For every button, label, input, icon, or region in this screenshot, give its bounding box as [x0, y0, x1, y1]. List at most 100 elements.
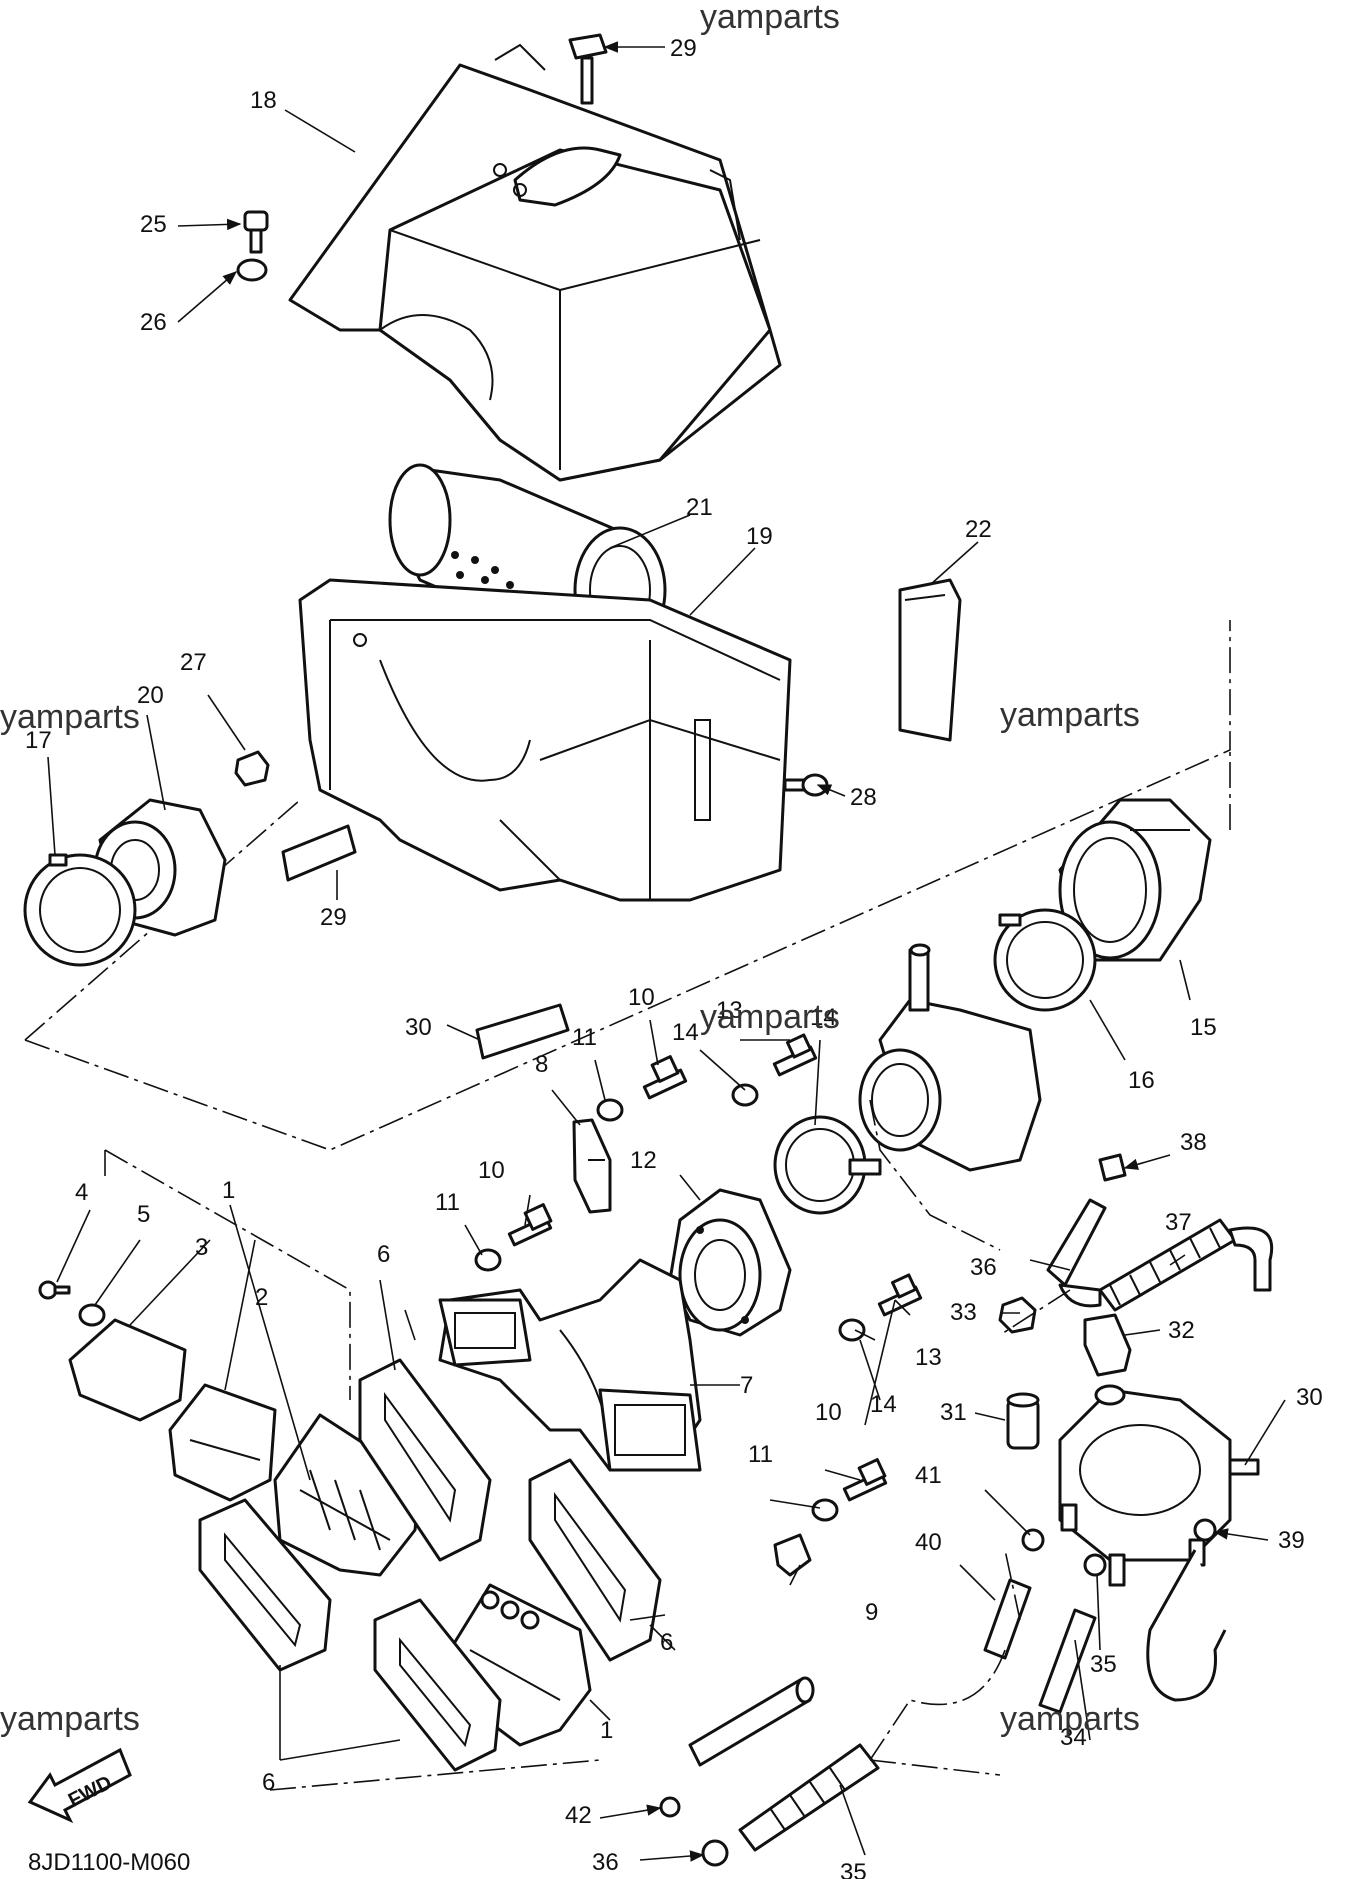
screw-24: [243, 210, 269, 254]
callout-11a: 11: [572, 1024, 597, 1051]
callout-11c: 11: [748, 1441, 773, 1468]
callout-1a: 1: [222, 1177, 235, 1204]
foam-block-29b: [475, 1003, 570, 1060]
intake-pipe: [858, 943, 1042, 1251]
bolt-10b: [507, 1203, 553, 1247]
callout-7: 7: [740, 1372, 753, 1399]
diagram-code: 8JD1100-M060: [28, 1849, 190, 1876]
washer-5: [78, 1303, 106, 1327]
callout-36b: 36: [592, 1849, 619, 1876]
callout-40: 40: [915, 1529, 942, 1556]
callout-32: 32: [1168, 1317, 1195, 1344]
intake-manifold: [438, 1258, 702, 1472]
nut-33: [998, 1296, 1037, 1334]
bracket-32: [1083, 1313, 1132, 1377]
callout-6c: 6: [262, 1769, 275, 1796]
callout-39b: 39: [1278, 1527, 1305, 1554]
hose-40: [983, 1578, 1032, 1660]
callout-29b: 30: [405, 1014, 432, 1041]
callout-14a: 14: [672, 1019, 699, 1046]
breather-hose-38: [1098, 1218, 1273, 1312]
leader-lines: [47, 41, 1286, 1862]
watermark-3: yamparts: [1000, 696, 1140, 734]
clip-39b: [1193, 1518, 1217, 1542]
hose-clamp-18: [23, 853, 137, 967]
callout-20: 19: [746, 523, 773, 550]
callout-13b: 13: [915, 1344, 942, 1371]
watermark-2: yamparts: [0, 698, 140, 736]
callout-36a: 35: [1090, 1651, 1117, 1678]
callout-12: 12: [630, 1147, 657, 1174]
callout-39a: 38: [1180, 1129, 1207, 1156]
callout-11b: 11: [435, 1189, 460, 1216]
hose-37: [1046, 1198, 1107, 1308]
callout-17: 16: [1128, 1067, 1155, 1094]
washer-11a: [596, 1098, 624, 1122]
callout-6b: 6: [660, 1629, 673, 1656]
reed-2: [168, 1383, 277, 1502]
clip-9: [773, 1533, 812, 1577]
callout-14b: 14: [870, 1391, 897, 1418]
clip-42: [659, 1796, 681, 1818]
watermarks: yamparts yamparts yamparts yamparts yamp…: [0, 0, 1140, 1738]
callout-10c: 10: [815, 1399, 842, 1426]
fuel-line-dashes: [869, 1289, 1071, 1776]
bolt-13a: [772, 1033, 818, 1077]
clip-36a: [1083, 1553, 1107, 1577]
callout-23: 22: [965, 516, 992, 543]
callout-22: 21: [686, 494, 713, 521]
callout-2: 2: [255, 1284, 268, 1311]
callout-34: 34: [1060, 1724, 1087, 1751]
watermark-5: yamparts: [0, 1700, 140, 1738]
airbox-case: [298, 578, 792, 902]
callout-26: 27: [180, 649, 207, 676]
callout-1b: 1: [600, 1717, 613, 1744]
airbox-cover: [288, 43, 782, 482]
callout-5: 5: [137, 1201, 150, 1228]
callout-8: 8: [535, 1051, 548, 1078]
callout-25: 26: [140, 309, 167, 336]
clip-39a: [1098, 1153, 1127, 1182]
callout-3: 3: [195, 1234, 208, 1261]
filter-strip: [898, 578, 962, 742]
callout-9: 9: [865, 1599, 878, 1626]
reed-stopper-3: [68, 1318, 187, 1422]
bolt-10c: [842, 1458, 888, 1502]
clip-36b: [701, 1839, 729, 1867]
bolt-10a: [642, 1055, 688, 1100]
callout-29a: 29: [320, 904, 347, 931]
callout-35: 35: [840, 1859, 867, 1879]
foam-block-29a: [281, 824, 357, 882]
watermark-4: yamparts: [700, 998, 840, 1036]
carburetor-joint: [668, 1188, 792, 1337]
hose-clamp-15: [773, 1115, 882, 1215]
callout-31: 31: [940, 1399, 967, 1426]
intake-joint-16: [1058, 798, 1212, 962]
screw-4: [38, 1280, 71, 1300]
hose-34: [1038, 1608, 1097, 1714]
screw-27: [783, 773, 829, 797]
bracket-8: [572, 1118, 612, 1214]
watermark-1: yamparts: [700, 0, 840, 36]
callout-15: 14: [810, 1004, 837, 1031]
nut-26: [234, 750, 270, 787]
callout-30: 30: [1296, 1384, 1323, 1411]
reed-valve-1a: [273, 1413, 422, 1577]
hose-loop: [1146, 1549, 1227, 1702]
callout-10a: 10: [628, 984, 655, 1011]
fuel-pump: [1058, 1384, 1260, 1587]
collar-31: [1006, 1392, 1040, 1450]
callout-27: 28: [850, 784, 877, 811]
gasket-6c: [373, 1598, 502, 1772]
fwd-arrow-icon: FWD: [27, 1747, 132, 1824]
callout-21: 20: [137, 682, 164, 709]
reed-group-outline: [104, 1149, 601, 1791]
callout-33: 33: [950, 1299, 977, 1326]
washer-11b: [474, 1248, 502, 1272]
callout-38: 37: [1165, 1209, 1192, 1236]
grommet-25: [236, 258, 268, 282]
gasket-6d: [528, 1458, 662, 1662]
callout-13a: 13: [716, 997, 743, 1024]
callout-41: 41: [915, 1462, 942, 1489]
bolt-13b: [877, 1273, 923, 1317]
